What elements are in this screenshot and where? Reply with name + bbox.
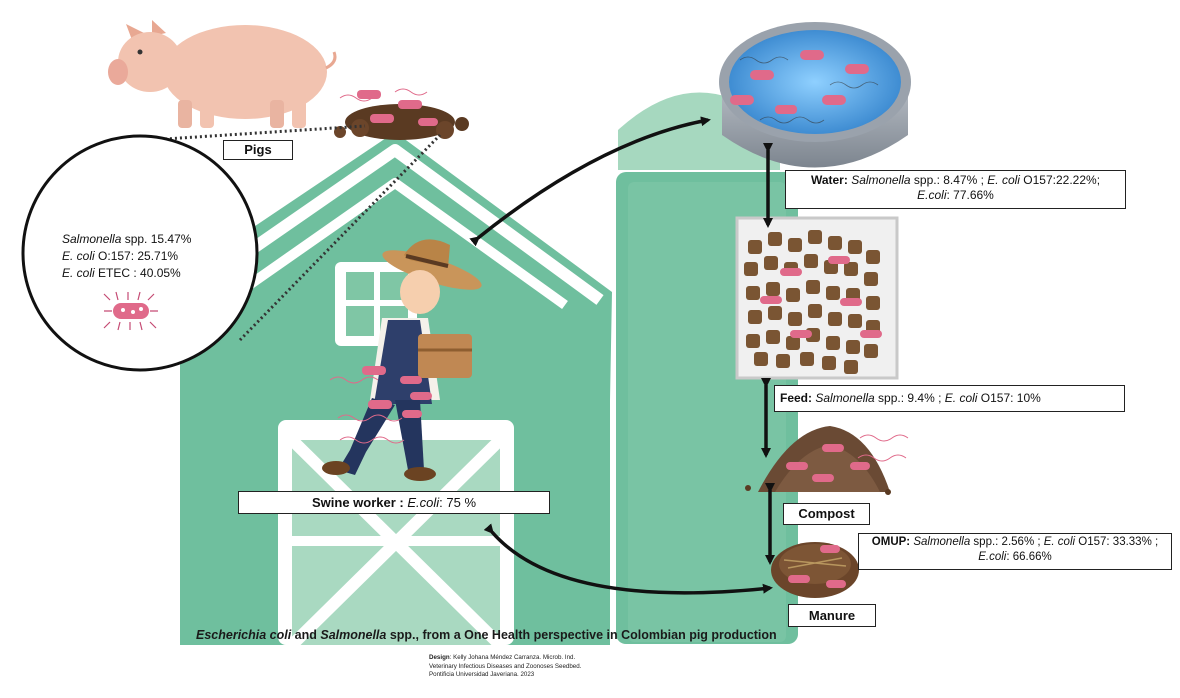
transmission-arrows — [469, 116, 775, 595]
pigs-label: Pigs — [223, 140, 293, 160]
feed-tray-icon — [735, 216, 899, 380]
ecoli-etec-prevalence: E. coli ETEC : 40.05% — [62, 266, 181, 280]
figure-caption: Escherichia coli and Salmonella spp., fr… — [196, 628, 777, 642]
omup-label: OMUP: Salmonella spp.: 2.56% ; E. coli O… — [858, 533, 1172, 570]
credits-line-2: Veterinary Infectious Diseases and Zoono… — [429, 662, 582, 670]
credits-line-3: Pontificia Universidad Javeriana. 2023 — [429, 671, 535, 679]
water-label: Water: Salmonella spp.: 8.47% ; E. coli … — [785, 170, 1126, 209]
swine-worker-label: Swine worker : E.coli: 75 % — [238, 491, 550, 514]
farmer-icon — [322, 239, 482, 481]
pig-manure-icon — [334, 88, 469, 140]
bacterium-icon — [103, 291, 158, 331]
pig-icon — [108, 20, 337, 128]
prevalence-list: Salmonella spp. 15.47% E. coli O:157: 25… — [62, 231, 191, 282]
prevalence-circle — [21, 134, 259, 372]
compost-label: Compost — [783, 503, 870, 525]
compost-pile-icon — [745, 426, 909, 495]
salmonella-prevalence: Salmonella spp. 15.47% — [62, 232, 192, 246]
manure-pile-icon — [771, 542, 859, 598]
design-credits: Design: Kelly Johana Méndez Carranza. Mi… — [429, 654, 581, 680]
manure-label: Manure — [788, 604, 876, 627]
water-tank-icon — [719, 22, 911, 168]
credits-line-1: Design: Kelly Johana Méndez Carranza. Mi… — [429, 654, 576, 661]
feed-label: Feed: Salmonella spp.: 9.4% ; E. coli O1… — [774, 385, 1125, 412]
ecoli-o157-prevalence: E. coli O:157: 25.71% — [62, 249, 179, 263]
